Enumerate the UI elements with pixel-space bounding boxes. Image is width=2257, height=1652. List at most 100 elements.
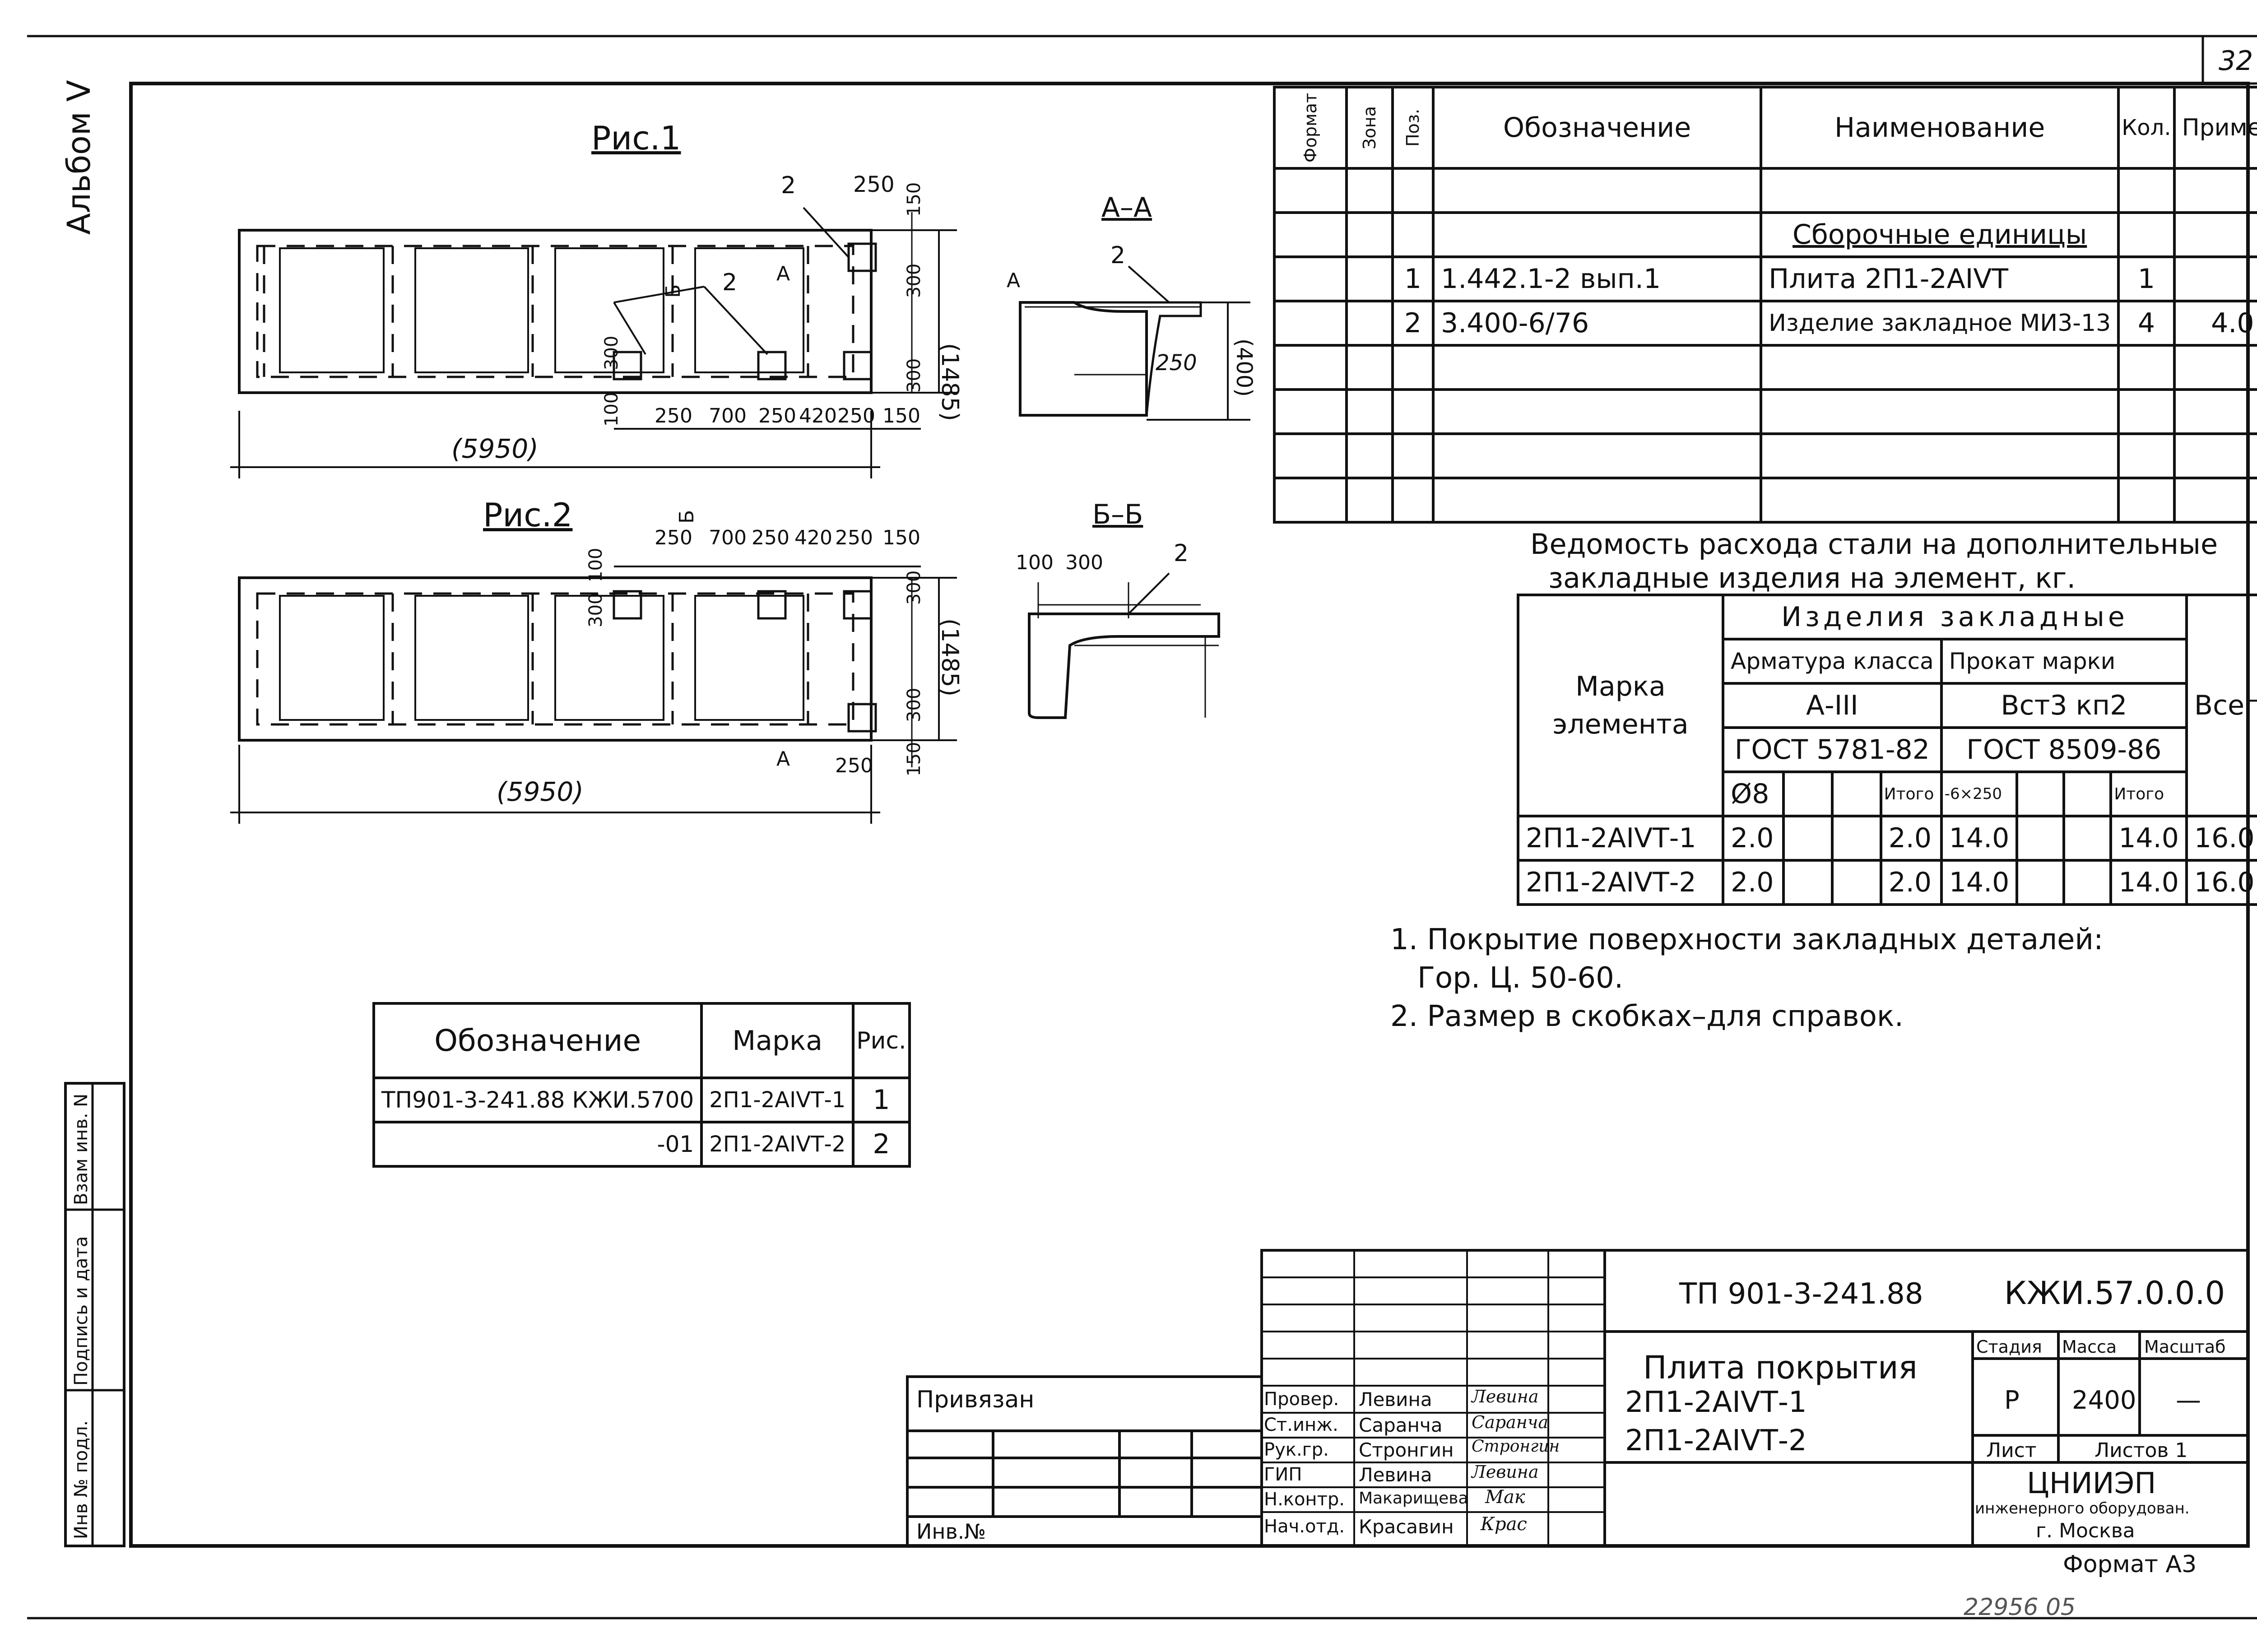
section-bb-dim-100: 100 xyxy=(1016,551,1054,574)
title-stage: Р xyxy=(2004,1386,2020,1415)
title-mass: 2400 xyxy=(2072,1386,2136,1415)
role-4-name: Левина xyxy=(1359,1464,1432,1486)
spec-header-designation: Обозначение xyxy=(1432,86,1763,170)
fig1-width-label: (5950) xyxy=(451,433,539,464)
fig1-mark-2b: 2 xyxy=(722,269,738,296)
role-1-signature: Левина xyxy=(1472,1387,1539,1406)
table-row: 2П1-2АIVТ-1 2.0 2.0 14.0 14.0 16.0 xyxy=(1517,815,2257,862)
spec-header-qty: Кол. xyxy=(2117,86,2176,170)
steel-col-group: Изделия закладные xyxy=(1722,594,2188,640)
role-2: Ст.инж. xyxy=(1264,1415,1338,1435)
title-h-mass: Масса xyxy=(2062,1337,2117,1357)
section-bb-title: Б–Б xyxy=(1092,499,1143,530)
table-row: ТП901-3-241.88 КЖИ.5700 2П1-2АIVТ-1 1 xyxy=(372,1077,911,1123)
role-6: Нач.отд. xyxy=(1264,1516,1345,1537)
table-row: 2 3.400-6/76 Изделие закладное МИ3-13 4 … xyxy=(1272,300,2257,347)
role-6-name: Красавин xyxy=(1359,1516,1454,1538)
title-org-line2: инженерного оборудован. xyxy=(1975,1499,2190,1517)
fig1-dim-250b: 250 xyxy=(758,404,796,427)
fig2-dim-250c: 250 xyxy=(835,526,873,549)
fig1-plan-drawing xyxy=(230,207,957,478)
role-2-name: Саранча xyxy=(1359,1414,1443,1436)
spec-header-zone: Зона xyxy=(1345,86,1394,170)
note-1b: Гор. Ц. 50-60. xyxy=(1417,961,1624,995)
section-aa-mark-a: А xyxy=(1007,269,1021,292)
archive-number: 22956 05 xyxy=(1964,1594,2076,1621)
table-row: -01 2П1-2АIVТ-2 2 xyxy=(372,1121,911,1168)
section-aa-title: А–А xyxy=(1101,192,1152,223)
note-2: 2. Размер в скобках–для справок. xyxy=(1390,1000,1904,1033)
fig2-plan-drawing xyxy=(230,566,957,824)
fig2-mark-a: А xyxy=(776,747,790,770)
fig2-dim-150: 150 xyxy=(882,526,920,549)
title-h-stage: Стадия xyxy=(1976,1337,2042,1357)
role-2-signature: Саранча xyxy=(1472,1412,1549,1432)
fig1-dim-420: 420 xyxy=(799,404,837,427)
role-4: ГИП xyxy=(1264,1464,1302,1485)
fig1-dim-250-top: 250 xyxy=(853,172,895,197)
table-row: 1 1.442.1-2 вып.1 Плита 2П1-2АIVТ 1 xyxy=(1272,255,2257,302)
note-1a: 1. Покрытие поверхности закладных детале… xyxy=(1390,923,2104,956)
page-number: 32 xyxy=(2219,45,2253,77)
steel-title-line1: Ведомость расхода стали на дополнительны… xyxy=(1530,528,2218,561)
fig1-title: Рис.1 xyxy=(591,119,681,157)
role-3: Рук.гр. xyxy=(1264,1439,1329,1460)
fig2-dim-700: 700 xyxy=(709,526,747,549)
role-1-name: Левина xyxy=(1359,1388,1432,1411)
mark-table: Обозначение Марка Рис. ТП901-3-241.88 КЖ… xyxy=(372,1002,911,1168)
title-product-name: Плита покрытия xyxy=(1643,1349,1918,1386)
spec-header-name: Наименование xyxy=(1760,86,2120,170)
fig1-dim-250c: 250 xyxy=(837,404,875,427)
mark-header-fig: Рис. xyxy=(852,1002,911,1079)
fig2-dim-250b: 250 xyxy=(752,526,789,549)
role-4-signature: Левина xyxy=(1472,1462,1539,1482)
spec-header-note: Примеч. xyxy=(2173,86,2257,170)
title-product-mark2: 2П1-2АIVТ-2 xyxy=(1625,1424,1807,1457)
title-scale: — xyxy=(2176,1386,2201,1415)
role-5-signature: Мак xyxy=(1485,1487,1525,1508)
title-org-city: г. Москва xyxy=(2036,1519,2135,1542)
fig2-dim-250a: 250 xyxy=(655,526,692,549)
fig2-title: Рис.2 xyxy=(483,496,573,534)
title-org-name: ЦНИИЭП xyxy=(2027,1467,2156,1500)
spec-header-format: Формат xyxy=(1272,86,1348,170)
title-sheet: Лист xyxy=(1986,1439,2037,1462)
specification-table: Формат Зона Поз. Обозначение Наименовани… xyxy=(1272,86,2257,524)
title-doc-number: КЖИ.57.0.0.0 xyxy=(2004,1275,2225,1312)
role-6-signature: Крас xyxy=(1481,1514,1527,1535)
steel-col-mark: Марка элемента xyxy=(1517,594,1724,817)
title-inv-no: Инв.№ xyxy=(916,1519,986,1544)
mark-header-mark: Марка xyxy=(700,1002,855,1079)
title-format: Формат А3 xyxy=(2063,1551,2197,1578)
mark-header-designation: Обозначение xyxy=(372,1002,703,1079)
fig1-dim-150b: 150 xyxy=(882,404,920,427)
section-aa-mark-2: 2 xyxy=(1110,242,1126,269)
fig1-mark-a: А xyxy=(776,262,790,285)
steel-title-line2: закладные изделия на элемент, кг. xyxy=(1548,561,2076,594)
title-h-scale: Масштаб xyxy=(2144,1337,2226,1357)
role-5: Н.контр. xyxy=(1264,1489,1345,1510)
role-5-name: Макарищева xyxy=(1359,1489,1468,1508)
role-3-name: Стронгин xyxy=(1359,1439,1454,1461)
section-bb-drawing xyxy=(1028,572,1220,719)
section-aa-dim-250: 250 xyxy=(1156,350,1197,376)
title-project-code: ТП 901-3-241.88 xyxy=(1679,1277,1923,1311)
table-row: 2П1-2АIVТ-2 2.0 2.0 14.0 14.0 16.0 xyxy=(1517,859,2257,906)
fig1-dim-250a: 250 xyxy=(655,404,692,427)
section-bb-mark-2: 2 xyxy=(1174,540,1189,567)
role-3-signature: Стронгин xyxy=(1472,1437,1560,1456)
fig2-dim-250d: 250 xyxy=(835,754,873,777)
steel-table: Марка элемента Изделия закладные Всего А… xyxy=(1517,594,2257,906)
fig1-mark-2a: 2 xyxy=(781,172,796,199)
spec-section-title: Сборочные единицы xyxy=(1760,211,2120,258)
title-product-mark1: 2П1-2АIVТ-1 xyxy=(1625,1386,1807,1419)
fig2-dim-420: 420 xyxy=(794,526,832,549)
title-privyazan: Привязан xyxy=(916,1386,1035,1413)
role-1: Провер. xyxy=(1264,1389,1339,1410)
title-sheets: Листов 1 xyxy=(2094,1439,2188,1462)
spec-header-pos: Поз. xyxy=(1391,86,1435,170)
fig2-width-label: (5950) xyxy=(497,776,584,807)
section-aa-drawing xyxy=(1019,265,1250,421)
section-bb-dim-300: 300 xyxy=(1065,551,1103,574)
